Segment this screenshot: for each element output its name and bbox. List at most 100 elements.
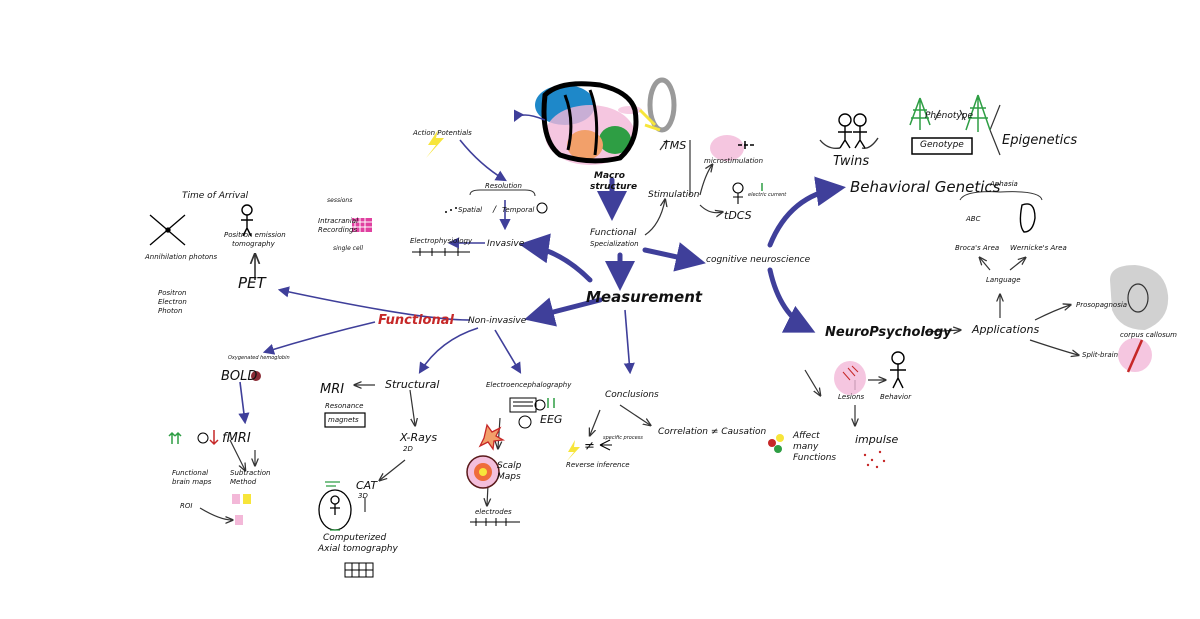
spatial-label: Spatial [458, 206, 483, 214]
functional-spec-label-1: Functional [590, 228, 637, 238]
eeg-full-label[interactable]: Electroencephalography [486, 381, 572, 389]
temporal-label: Temporal [502, 206, 535, 214]
annihilation-label: Annihilation photons [145, 253, 218, 261]
action-potentials-label: Action Potentials [413, 129, 472, 137]
magnets-box [324, 412, 366, 428]
neuropsychology-label[interactable]: NeuroPsychology [825, 325, 952, 340]
clock-icon [536, 202, 548, 214]
xrays-2d-label: 2D [403, 445, 413, 453]
lesions-label: Lesions [838, 393, 865, 401]
computerized-label-1: Computerized [323, 533, 387, 543]
roi-label: ROI [180, 502, 193, 510]
positron-label-3: Photon [158, 307, 183, 315]
person-behavior-icon [890, 351, 906, 389]
behavioral-genetics-label[interactable]: Behavioral Genetics [850, 178, 1001, 196]
eeg-box-icon [509, 397, 555, 429]
gray-connectors [199, 104, 1078, 520]
affect-label-3: Functions [793, 453, 837, 463]
fmri-label[interactable]: fMRI [222, 431, 251, 446]
electrodes-label: electrodes [475, 508, 512, 516]
conclusions-label[interactable]: Conclusions [605, 390, 659, 400]
wernickes-label: Wernicke's Area [1010, 244, 1067, 252]
brain-illustration [535, 77, 677, 165]
affect-dots-icon [768, 434, 784, 453]
electric-current-label: electric current [748, 192, 787, 198]
resonance-label: Resonance [325, 402, 364, 410]
not-equal-label: ≠ [584, 439, 595, 454]
mri-label[interactable]: MRI [320, 382, 345, 397]
resolution-label: Resolution [485, 182, 522, 190]
scalp-maps-label-1: Scalp [497, 461, 522, 471]
microstim-marks [738, 141, 754, 149]
functional-spec-label-2: Specialization [590, 240, 639, 248]
positron-label-2: Electron [158, 298, 187, 306]
positron-label-1: Positron [158, 289, 187, 297]
impulse-label: impulse [855, 433, 899, 446]
lightning-icon [426, 130, 444, 158]
affect-label-1: Affect [793, 431, 820, 441]
subtraction-label-1: Subtraction [230, 469, 271, 477]
annihilation-icon [149, 214, 186, 246]
brain-maps-label-1: Functional [172, 469, 209, 477]
cat-label[interactable]: CAT [356, 479, 378, 492]
cat-3d-label: 3D [358, 492, 368, 500]
correlation-label: Correlation ≠ Causation [658, 427, 767, 437]
genotype-label: Genotype [920, 140, 964, 150]
prosopagnosia-label: Prosopagnosia [1076, 301, 1128, 309]
phenotype-label: Phenotype [925, 111, 973, 121]
cognitive-neuroscience-label[interactable]: cognitive neuroscience [706, 255, 811, 265]
behavior-label: Behavior [880, 393, 912, 401]
pet-label[interactable]: PET [238, 274, 266, 292]
measurement-label[interactable]: Measurement [586, 288, 703, 306]
affect-label-2: many [793, 442, 819, 452]
reverse-inference-label: Reverse inference [566, 461, 630, 469]
subtraction-images [232, 494, 251, 525]
tdcs-label: tDCS [724, 209, 752, 222]
stimulation-label[interactable]: Stimulation [648, 190, 700, 200]
ear-icon [1019, 203, 1036, 233]
electrodes-line-icon [470, 518, 520, 526]
microstimulation-label: microstimulation [704, 157, 764, 165]
brain-maps-label-2: brain maps [172, 478, 212, 486]
epigenetics-label: Epigenetics [1002, 133, 1078, 148]
subtraction-label-2: Method [230, 478, 257, 486]
functional-label[interactable]: Functional [378, 313, 454, 328]
split-brain-label: Split-brain [1082, 351, 1119, 359]
specific-label: specific process [603, 435, 643, 441]
macro-label-2: structure [590, 182, 638, 192]
genotype-box [911, 137, 973, 155]
structural-label[interactable]: Structural [385, 378, 440, 391]
slash-label: / [493, 205, 497, 215]
brocas-label: Broca's Area [955, 244, 1000, 252]
split-brain-icon [1118, 338, 1152, 373]
lightning-eeg-icon [566, 440, 580, 462]
applications-label[interactable]: Applications [972, 323, 1040, 336]
aphasia-brace [959, 191, 1043, 201]
eeg-label: EEG [540, 413, 563, 426]
xrays-label[interactable]: X-Rays [400, 431, 438, 444]
twins-label: Twins [833, 154, 870, 169]
invasive-label[interactable]: Invasive [487, 239, 525, 249]
electrophysiology-label: Electrophysiology [410, 237, 473, 245]
sessions-label: sessions [327, 197, 353, 204]
twins-brace [819, 137, 879, 150]
lesion-icon [834, 361, 866, 395]
single-cell-label: single cell [333, 245, 363, 252]
magnets-label: magnets [328, 416, 359, 424]
microstim-blob [710, 135, 744, 161]
pet-full-label-1: Positron emission [224, 231, 286, 239]
person-icon [241, 204, 253, 237]
spike-trace-icon [412, 248, 470, 256]
connector-arrows [238, 109, 635, 425]
arrow-fork-icon [599, 439, 612, 451]
corpus-callosum-label: corpus callosum [1120, 331, 1177, 339]
bold-label[interactable]: BOLD [221, 369, 258, 384]
dots-icon [445, 207, 457, 213]
non-invasive-label[interactable]: Non-invasive [468, 316, 527, 326]
abc-label: ABC [966, 215, 981, 223]
electrode-grid-icon [352, 218, 372, 232]
twins-figures-icon [838, 113, 867, 149]
cat-scan-icon [344, 562, 374, 578]
pet-full-label-2: tomography [232, 240, 275, 248]
